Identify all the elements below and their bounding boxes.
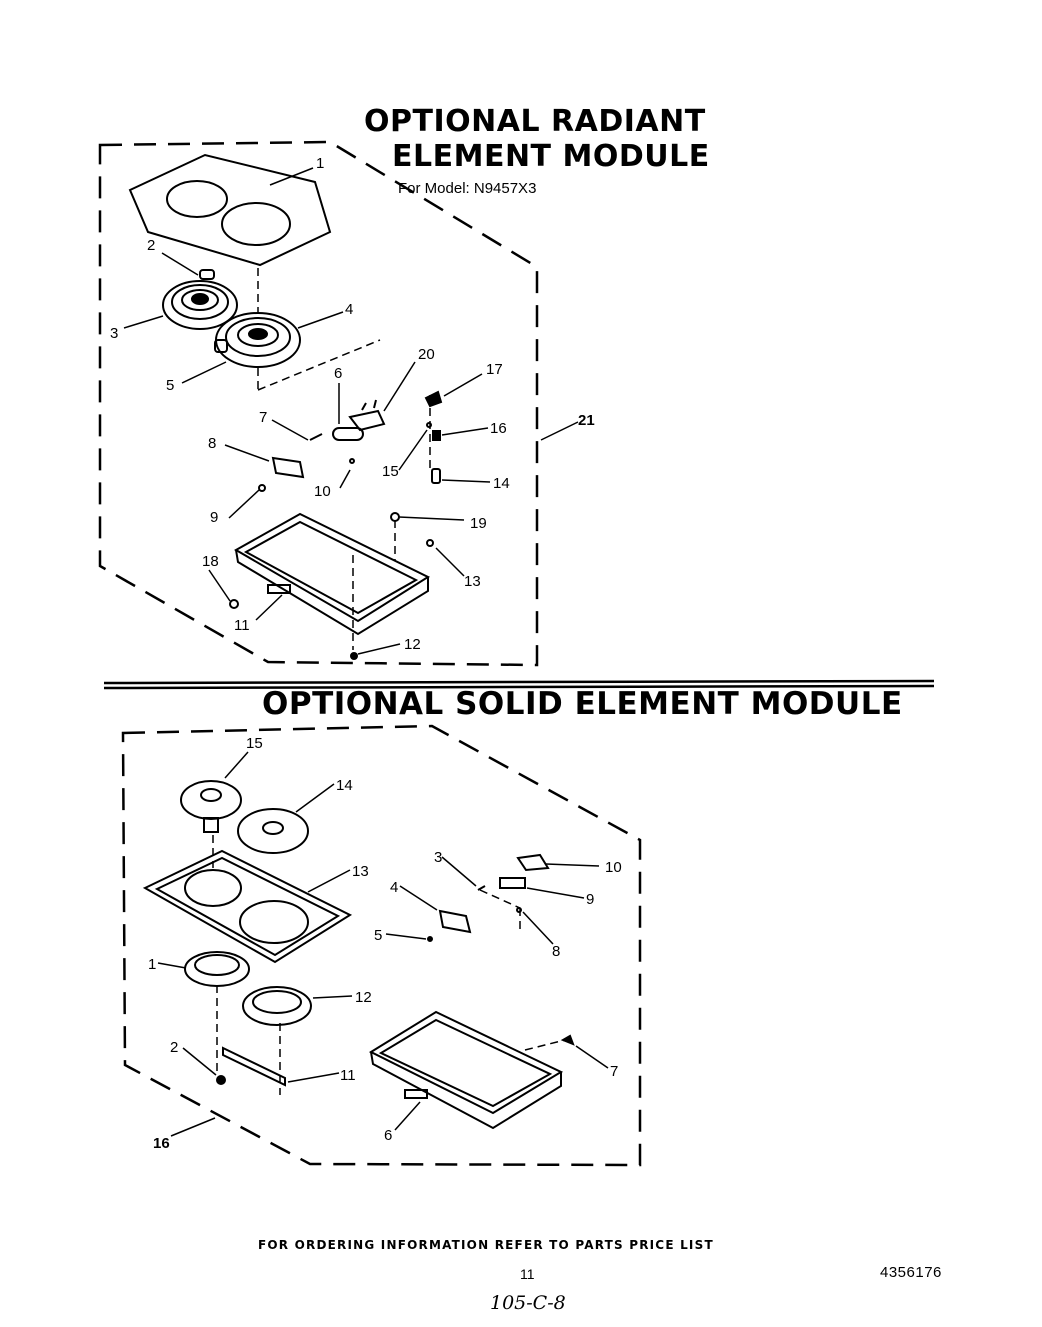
radiant-title-line2: ELEMENT MODULE [392, 139, 710, 174]
radiant-callout-8: 8 [208, 435, 216, 452]
radiant-callout-1: 1 [316, 155, 324, 172]
document-number: 4356176 [880, 1264, 942, 1281]
solid-callout-13: 13 [352, 863, 369, 880]
radiant-callout-3: 3 [110, 325, 118, 342]
solid-callout-2: 2 [170, 1039, 178, 1056]
radiant-element-large [214, 312, 301, 368]
page-number: 11 [520, 1266, 535, 1282]
solid-callout-3: 3 [434, 849, 442, 866]
radiant-callout-9: 9 [210, 509, 218, 526]
solid-callout-11: 11 [340, 1067, 356, 1084]
solid-callout-9: 9 [586, 891, 594, 908]
radiant-callout-13: 13 [464, 573, 481, 590]
radiant-leader-lines [123, 167, 579, 655]
solid-element-small [180, 780, 242, 833]
radiant-callout-21: 21 [578, 412, 595, 429]
solid-cooktop-frame [142, 849, 353, 964]
radiant-title-line1: OPTIONAL RADIANT [364, 104, 706, 139]
radiant-callout-2: 2 [147, 237, 155, 254]
radiant-callout-19: 19 [470, 515, 487, 532]
radiant-callouts: 1 2 3 4 5 6 7 8 9 10 11 12 13 14 15 16 1… [110, 155, 595, 653]
radiant-callout-10: 10 [314, 483, 331, 500]
solid-callouts: 1 2 3 4 5 6 7 8 9 10 11 12 13 14 15 16 [148, 735, 622, 1152]
section-divider [103, 679, 935, 690]
radiant-callout-7: 7 [259, 409, 267, 426]
solid-callout-6: 6 [384, 1127, 392, 1144]
radiant-callout-4: 4 [345, 301, 353, 318]
radiant-mounting-tray [233, 512, 431, 636]
radiant-callout-11: 11 [234, 617, 250, 634]
solid-callout-8: 8 [552, 943, 560, 960]
solid-callout-4: 4 [390, 879, 398, 896]
solid-callout-15: 15 [246, 735, 263, 752]
solid-callout-16: 16 [153, 1135, 170, 1152]
radiant-small-parts [229, 390, 443, 660]
solid-receptacle-small [184, 951, 250, 987]
solid-leader-lines [157, 751, 609, 1137]
radiant-callout-20: 20 [418, 346, 435, 363]
solid-receptacle-large [242, 986, 312, 1026]
solid-small-parts [427, 853, 575, 1046]
radiant-alignment-lines [257, 268, 431, 650]
radiant-callout-14: 14 [493, 475, 510, 492]
solid-title: OPTIONAL SOLID ELEMENT MODULE [262, 686, 903, 722]
radiant-model-label: For Model: N9457X3 [398, 180, 537, 197]
radiant-callout-15: 15 [382, 463, 399, 480]
solid-callout-5: 5 [374, 927, 382, 944]
radiant-callout-6: 6 [334, 365, 342, 382]
radiant-callout-17: 17 [486, 361, 503, 378]
solid-callout-7: 7 [610, 1063, 618, 1080]
radiant-callout-5: 5 [166, 377, 174, 394]
ordering-note: FOR ORDERING INFORMATION REFER TO PARTS … [258, 1238, 714, 1252]
radiant-glass-cooktop [128, 153, 332, 267]
radiant-callout-12: 12 [404, 636, 421, 653]
solid-module-boundary [121, 724, 642, 1167]
radiant-callout-16: 16 [490, 420, 507, 437]
solid-callout-12: 12 [355, 989, 372, 1006]
solid-bracket [216, 1046, 286, 1087]
solid-mounting-tray [368, 1010, 564, 1130]
solid-callout-10: 10 [605, 859, 622, 876]
radiant-module-boundary [98, 140, 539, 667]
radiant-callout-18: 18 [202, 553, 219, 570]
handwritten-note: 105-C-8 [490, 1292, 566, 1314]
radiant-element-small [162, 269, 238, 330]
solid-element-large [237, 808, 309, 854]
solid-callout-14: 14 [336, 777, 353, 794]
solid-callout-1: 1 [148, 956, 156, 973]
